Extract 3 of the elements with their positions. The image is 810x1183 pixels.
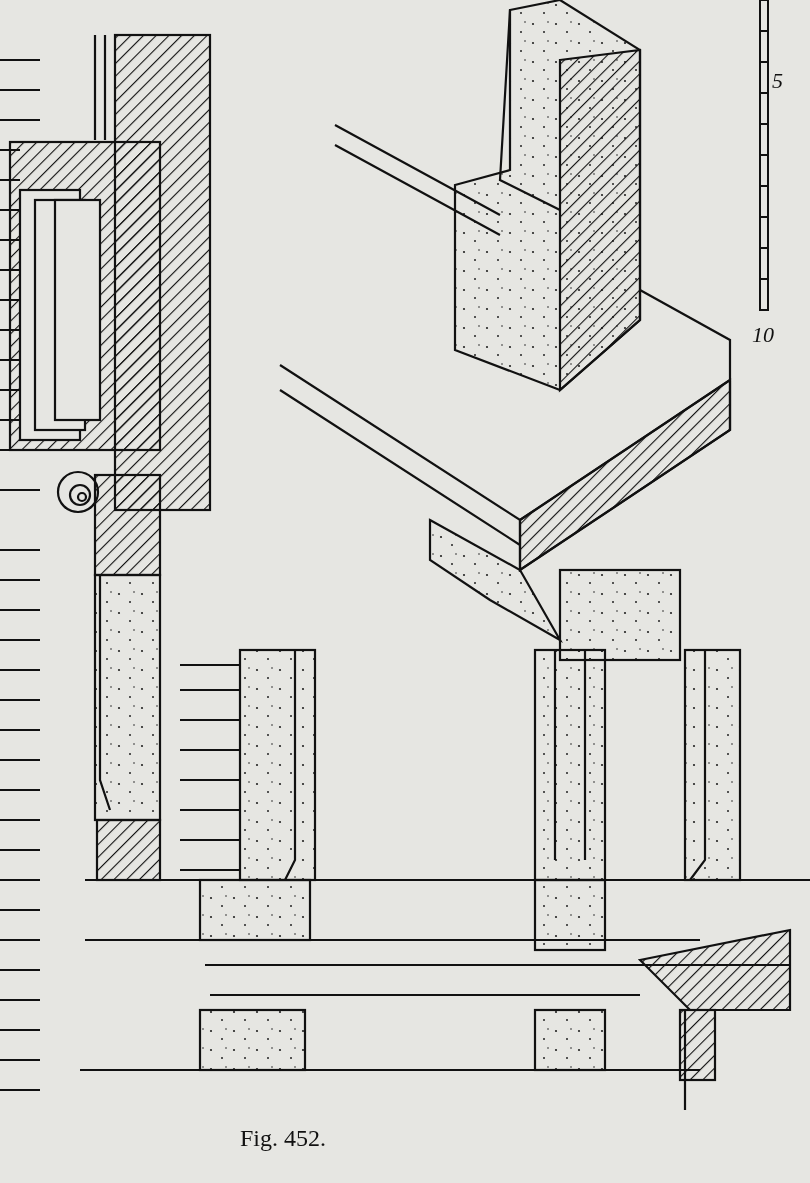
figure-caption: Fig. 452. [240, 1125, 326, 1152]
scale-label: 10 [752, 322, 774, 348]
scale-label: 5 [772, 68, 783, 94]
